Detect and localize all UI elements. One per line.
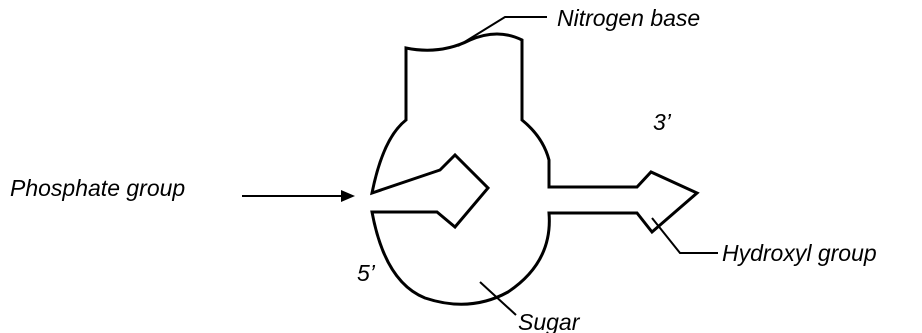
phosphate-arrowhead — [341, 190, 355, 202]
phosphate-group-label: Phosphate group — [10, 175, 185, 201]
sugar-label: Sugar — [518, 309, 581, 333]
sugar-leader — [479, 281, 517, 316]
five-prime-label: 5’ — [357, 260, 376, 286]
three-prime-label: 3’ — [653, 109, 672, 135]
hydroxyl-group-leader — [651, 217, 718, 254]
nitrogen-base-label: Nitrogen base — [557, 5, 700, 31]
nitrogen-base-leader — [457, 16, 547, 47]
hydroxyl-group-label: Hydroxyl group — [722, 240, 877, 266]
nucleotide-outline — [370, 32, 700, 306]
